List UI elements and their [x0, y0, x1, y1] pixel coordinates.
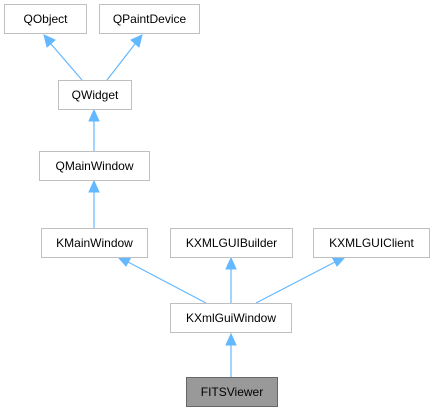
edge-qwidget-qpaintdevice: [106, 34, 143, 81]
class-node-qpaintdevice[interactable]: QPaintDevice: [99, 4, 200, 34]
edge-kxmlguiwindow-kxmlguiclient: [255, 256, 347, 304]
class-node-kxmlguibuilder[interactable]: KXMLGUIBuilder: [170, 228, 293, 258]
class-node-kxmlguiwindow[interactable]: KXmlGuiWindow: [170, 303, 292, 333]
class-node-qobject[interactable]: QObject: [4, 4, 87, 34]
class-node-kxmlguiclient[interactable]: KXMLGUIClient: [313, 228, 430, 258]
class-node-qmainwindow[interactable]: QMainWindow: [39, 151, 150, 181]
class-node-kmainwindow[interactable]: KMainWindow: [41, 228, 148, 258]
edge-kxmlguiwindow-kmainwindow: [116, 256, 207, 304]
edge-fitsviewer-kxmlguiwindow: [225, 332, 237, 377]
edge-qmainwindow-qwidget: [88, 108, 100, 151]
edge-kxmlguiwindow-kxmlguibuilder: [225, 256, 237, 303]
class-node-qwidget[interactable]: QWidget: [58, 80, 132, 110]
edge-qwidget-qobject: [43, 34, 83, 81]
edge-kmainwindow-qmainwindow: [88, 179, 100, 228]
class-node-fitsviewer: FITSViewer: [186, 377, 278, 407]
